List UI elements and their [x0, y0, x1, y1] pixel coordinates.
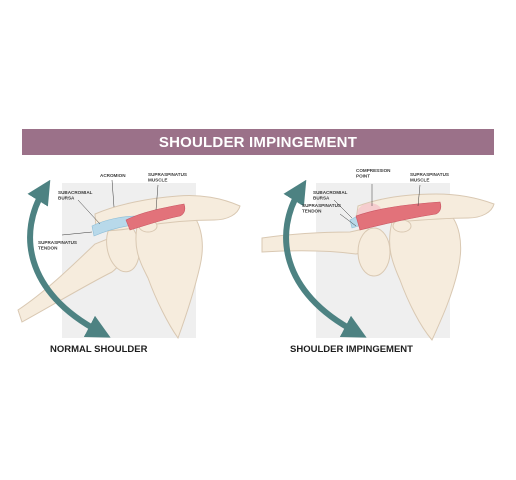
humeral-head — [357, 227, 391, 277]
motion-arrow — [27, 179, 111, 338]
normal-shoulder-panel: ACROMION SUPRASPINATUS MUSCLE SUBACROMIA… — [17, 172, 241, 355]
caption-shoulder-impingement: SHOULDER IMPINGEMENT — [290, 344, 413, 355]
leader-lines — [61, 179, 159, 236]
leader-lines — [333, 184, 421, 227]
motion-arrow — [283, 179, 367, 338]
label-supraspinatus-muscle: SUPRASPINATUS MUSCLE — [148, 172, 188, 183]
label-compression-point: COMPRESSION POINT — [356, 168, 392, 179]
label-supraspinatus-tendon: SUPRASPINATUS TENDON — [302, 203, 342, 214]
title-banner: SHOULDER IMPINGEMENT — [22, 129, 494, 155]
label-supraspinatus-tendon: SUPRASPINATUS TENDON — [38, 240, 78, 251]
title-text: SHOULDER IMPINGEMENT — [158, 133, 358, 151]
label-acromion: ACROMION — [100, 173, 126, 178]
supraspinatus-muscle — [355, 201, 442, 231]
caption-normal-shoulder: NORMAL SHOULDER — [50, 344, 148, 355]
label-subacromial-bursa: SUBACROMIAL BURSA — [313, 190, 349, 201]
label-supraspinatus-muscle: SUPRASPINATUS MUSCLE — [410, 172, 450, 183]
humerus-bone — [261, 227, 370, 255]
impingement-panel: COMPRESSION POINT SUPRASPINATUS MUSCLE S… — [261, 168, 495, 355]
label-subacromial-bursa: SUBACROMIAL BURSA — [58, 190, 94, 201]
supraspinatus-muscle — [125, 203, 186, 231]
